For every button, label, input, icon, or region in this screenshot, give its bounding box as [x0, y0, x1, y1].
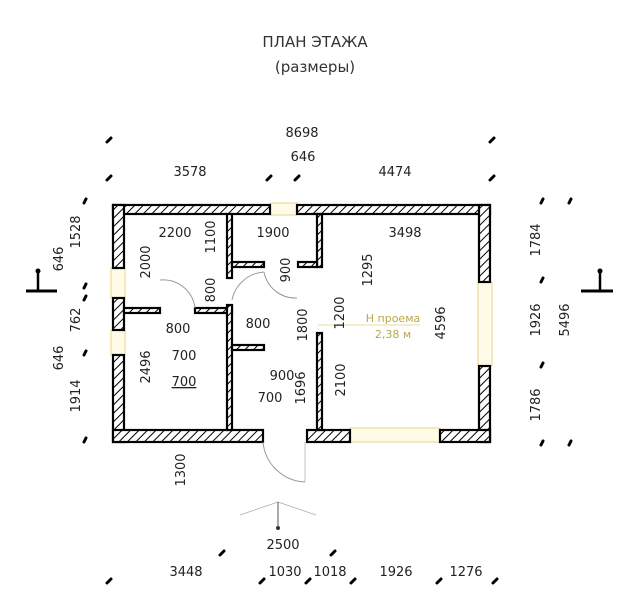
dim-800a: 800 — [166, 322, 191, 337]
dim-2496: 2496 — [139, 350, 154, 383]
dim-800b: 800 — [246, 317, 271, 332]
dim-right-1: 1784 — [529, 223, 544, 256]
section-marker-right — [581, 268, 613, 293]
plan-title: ПЛАН ЭТАЖА — [262, 33, 368, 51]
dim-right-2: 1926 — [529, 303, 544, 336]
dim-bottom-4: 1926 — [379, 565, 412, 580]
dim-700a: 700 — [172, 349, 197, 364]
dim-1200: 1200 — [333, 296, 348, 329]
dim-room-width: 3498 — [388, 226, 421, 241]
dim-left-2: 646 — [52, 247, 67, 272]
dim-right-overall: 5496 — [558, 303, 573, 336]
dim-900b: 900 — [270, 369, 295, 384]
door-swings — [159, 271, 306, 483]
dim-900a: 900 — [279, 258, 294, 283]
dim-top-overall: 8698 — [285, 126, 318, 141]
section-marker-left — [26, 268, 57, 293]
dim-1295: 1295 — [361, 253, 376, 286]
dim-2100: 2100 — [334, 363, 349, 396]
dim-left-4: 646 — [52, 346, 67, 371]
opening-note-height: Н проема — [366, 312, 420, 325]
dim-700b: 700 — [172, 375, 197, 390]
dim-room1-height: 2000 — [139, 245, 154, 278]
dim-1696: 1696 — [294, 371, 309, 404]
dim-left-5: 1914 — [69, 379, 84, 412]
porch-steps — [239, 501, 317, 530]
dim-bottom-1: 3448 — [169, 565, 202, 580]
opening-note-value: 2,38 м — [375, 328, 411, 341]
dim-1100: 1100 — [204, 220, 219, 253]
dim-1800: 1800 — [296, 308, 311, 341]
dim-4596: 4596 — [434, 306, 449, 339]
dim-top-door: 646 — [291, 150, 316, 165]
dim-top-left: 3578 — [173, 165, 206, 180]
dim-700c: 700 — [258, 391, 283, 406]
dim-right-3: 1786 — [529, 388, 544, 421]
dim-1300: 1300 — [174, 453, 189, 486]
walls — [111, 203, 492, 444]
dimension-ticks — [82, 136, 573, 585]
dim-bottom-5: 1276 — [449, 565, 482, 580]
dim-room1-width: 2200 — [158, 226, 191, 241]
dim-hall-width: 1900 — [256, 226, 289, 241]
dim-left-3: 762 — [69, 308, 84, 333]
dim-bottom-3: 1018 — [313, 565, 346, 580]
dim-left-1: 1528 — [69, 215, 84, 248]
dim-top-right: 4474 — [378, 165, 411, 180]
dim-bottom-2: 1030 — [268, 565, 301, 580]
dim-porch: 2500 — [266, 538, 299, 553]
interior-dimensions: 2200 2000 1100 1900 3498 900 1295 800 80… — [139, 220, 449, 486]
plan-subtitle: (размеры) — [275, 58, 355, 76]
dim-800v: 800 — [204, 278, 219, 303]
